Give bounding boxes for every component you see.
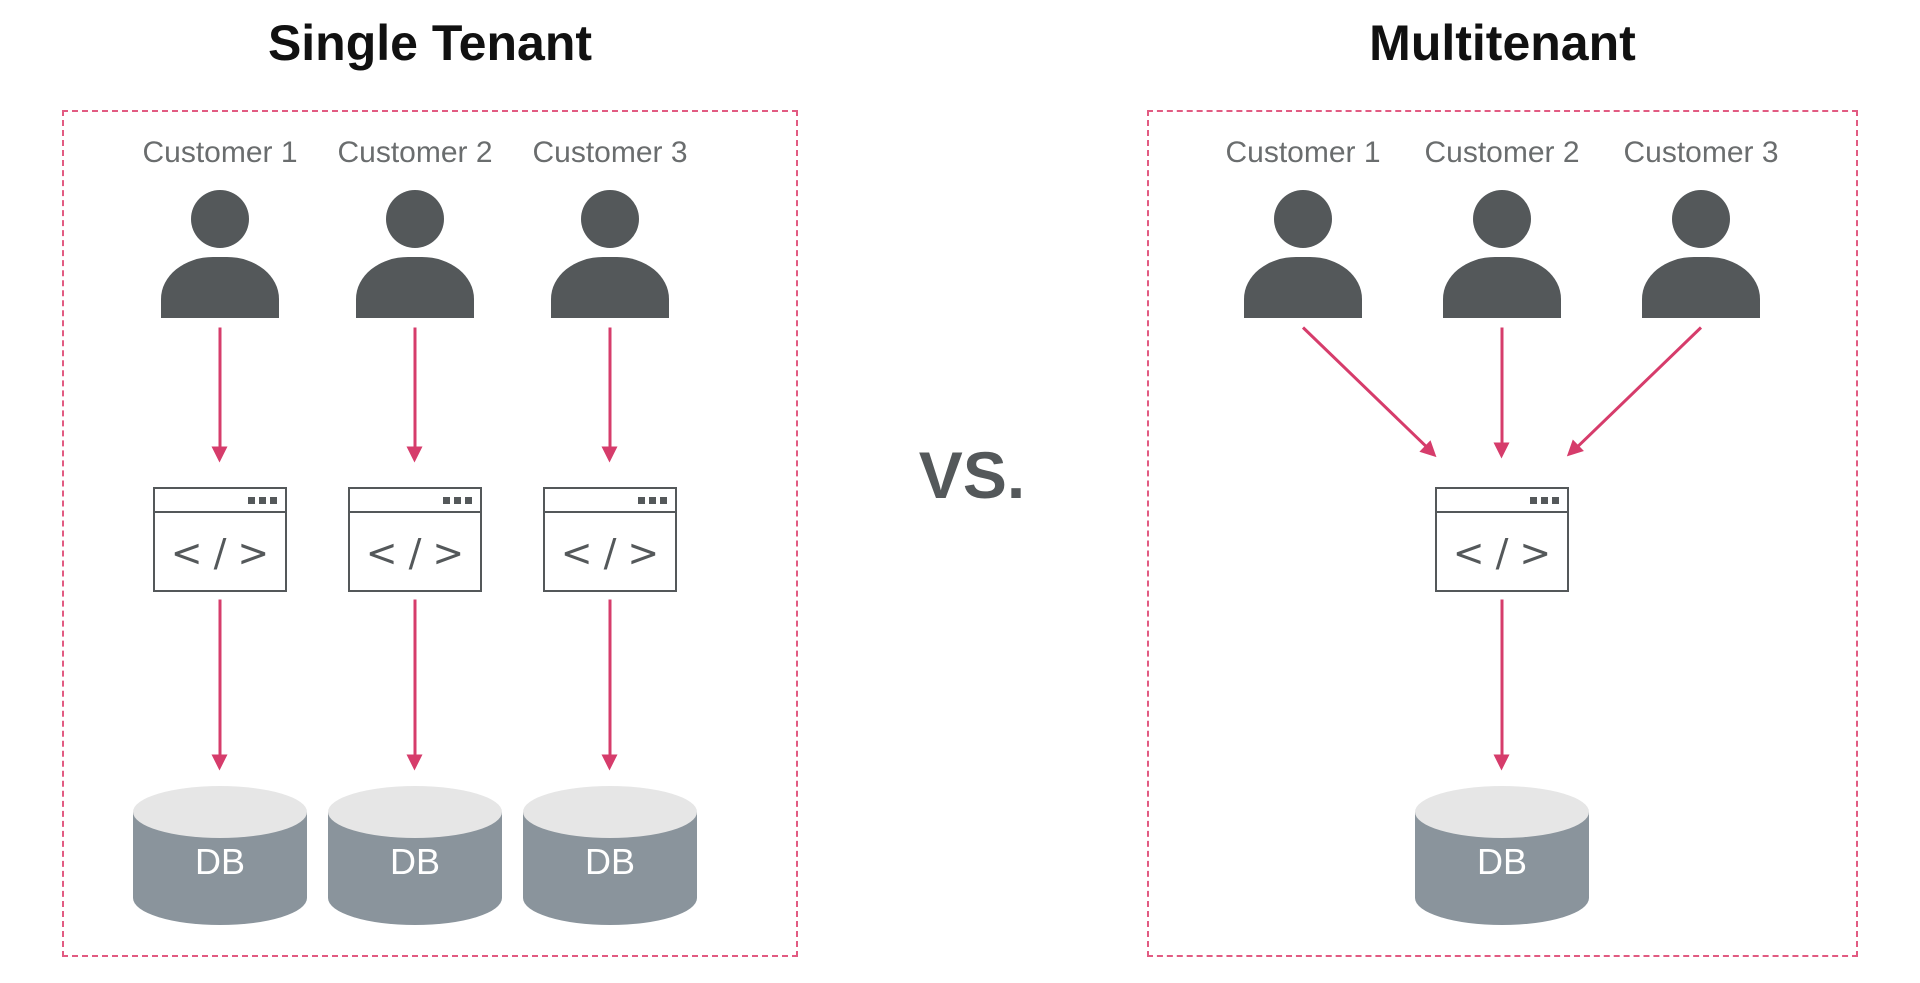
multitenant-title: Multitenant	[1369, 15, 1636, 71]
app-window-icon: </>	[543, 487, 677, 592]
window-dot-icon	[660, 496, 667, 504]
person-icon	[1244, 190, 1362, 318]
window-dot-icon	[454, 496, 461, 504]
arrow-app2-to-db	[413, 599, 417, 756]
window-dot-icon	[465, 496, 472, 504]
person-icon	[1443, 190, 1561, 318]
person-icon	[1642, 190, 1760, 318]
app-window-titlebar	[545, 489, 675, 513]
window-dot-icon	[1541, 496, 1548, 504]
shared-app-window-icon: </>	[1435, 487, 1569, 592]
window-dot-icon	[443, 496, 450, 504]
app-window-titlebar	[350, 489, 480, 513]
customer-label: Customer 1	[1225, 136, 1381, 169]
database-cylinder-icon: DB	[328, 786, 502, 926]
database-label: DB	[194, 841, 245, 882]
person-body	[1642, 257, 1760, 318]
arrow-customer1-to-app	[218, 327, 222, 448]
database-top	[523, 786, 697, 838]
window-dot-icon	[1552, 496, 1559, 504]
database-cylinder-icon: DB	[523, 786, 697, 926]
person-icon	[356, 190, 474, 318]
database-label: DB	[584, 841, 635, 882]
database-label: DB	[1476, 841, 1527, 882]
person-body	[161, 257, 279, 318]
customer-label: Customer 3	[532, 136, 688, 169]
person-head	[191, 190, 249, 248]
window-dot-icon	[270, 496, 277, 504]
customer-label: Customer 2	[337, 136, 493, 169]
code-icon: </>	[170, 530, 281, 575]
person-body	[1244, 257, 1362, 318]
app-window-titlebar	[155, 489, 285, 513]
person-body	[356, 257, 474, 318]
arrow-customer2-to-shared-app	[1500, 327, 1504, 444]
app-window-titlebar	[1437, 489, 1567, 513]
single-tenant-title: Single Tenant	[267, 15, 593, 71]
database-top	[133, 786, 307, 838]
window-dot-icon	[259, 496, 266, 504]
person-head	[386, 190, 444, 248]
person-head	[581, 190, 639, 248]
versus-label: VS.	[918, 438, 1026, 512]
arrow-customer3-to-app	[608, 327, 612, 448]
database-top	[1415, 786, 1589, 838]
person-head	[1473, 190, 1531, 248]
person-head	[1274, 190, 1332, 248]
code-icon: </>	[1452, 530, 1563, 575]
person-body	[1443, 257, 1561, 318]
code-icon: </>	[365, 530, 476, 575]
customer-label: Customer 3	[1623, 136, 1779, 169]
arrow-app3-to-db	[608, 599, 612, 756]
person-icon	[551, 190, 669, 318]
database-cylinder-icon: DB	[133, 786, 307, 926]
arrow-shared-app-to-db	[1500, 599, 1504, 756]
person-head	[1672, 190, 1730, 248]
arrow-customer2-to-app	[413, 327, 417, 448]
customer-label: Customer 2	[1424, 136, 1580, 169]
database-top	[328, 786, 502, 838]
database-label: DB	[389, 841, 440, 882]
arrow-app1-to-db	[218, 599, 222, 756]
app-window-icon: </>	[153, 487, 287, 592]
shared-database-cylinder-icon: DB	[1415, 786, 1589, 926]
single-tenant-boundary	[62, 110, 798, 957]
window-dot-icon	[638, 496, 645, 504]
person-body	[551, 257, 669, 318]
code-icon: </>	[560, 530, 671, 575]
window-dot-icon	[649, 496, 656, 504]
multitenant-boundary	[1147, 110, 1858, 957]
window-dot-icon	[1530, 496, 1537, 504]
app-window-icon: </>	[348, 487, 482, 592]
customer-label: Customer 1	[142, 136, 298, 169]
person-icon	[161, 190, 279, 318]
window-dot-icon	[248, 496, 255, 504]
